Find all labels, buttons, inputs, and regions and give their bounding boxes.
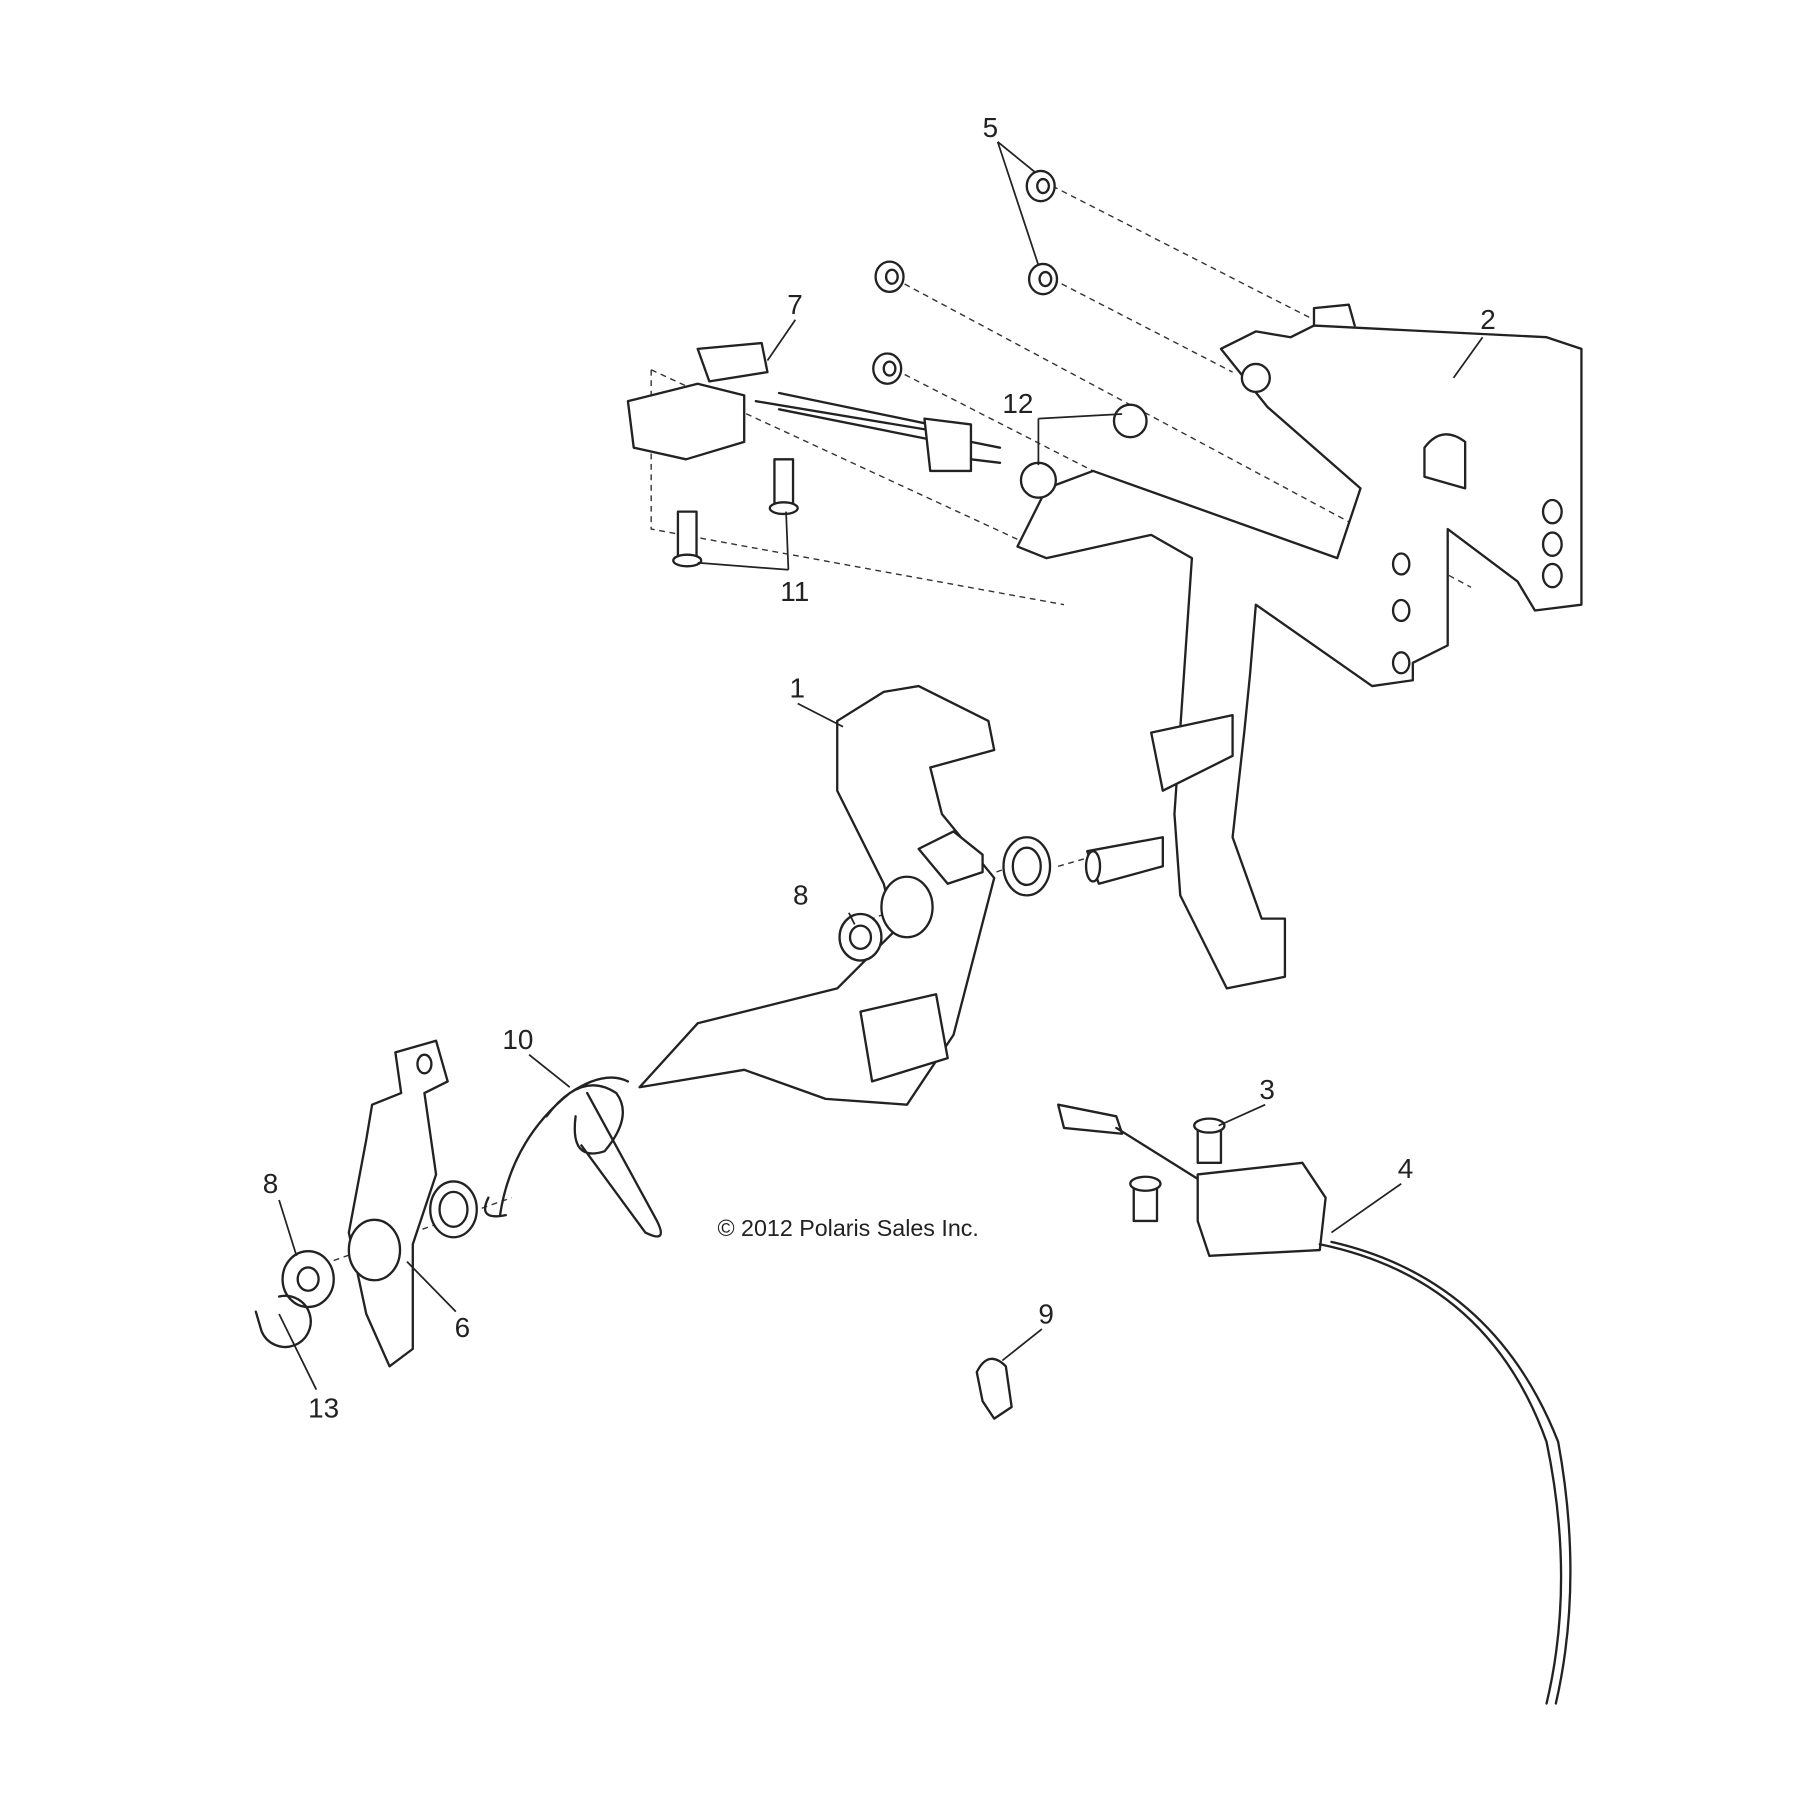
part-7-switch [626, 341, 1002, 473]
callout-8-upper: 8 [793, 880, 809, 911]
callout-3: 3 [1259, 1074, 1275, 1105]
callout-10: 10 [502, 1024, 533, 1055]
part-6-lever [347, 1039, 449, 1368]
callout-2: 2 [1480, 304, 1496, 335]
callout-7: 7 [787, 289, 803, 320]
part-4-cable [1057, 1103, 1572, 1705]
callout-12: 12 [1002, 388, 1033, 419]
part-10-spring [483, 1076, 662, 1238]
callout-13: 13 [308, 1392, 339, 1423]
callout-5: 5 [983, 112, 999, 143]
callout-8-lower: 8 [263, 1168, 279, 1199]
part-9-clip [975, 1357, 1013, 1420]
part-2-bracket [1016, 303, 1583, 990]
callout-9: 9 [1038, 1298, 1054, 1329]
nuts [872, 169, 1148, 499]
callout-6: 6 [455, 1312, 471, 1343]
leader-lines [278, 141, 1484, 1390]
callout-4: 4 [1398, 1153, 1414, 1184]
part-1-pedal [638, 684, 996, 1106]
callouts: 5 7 2 12 11 1 8 10 3 4 8 6 13 9 © 2012 P… [263, 112, 1496, 1423]
copyright-notice: © 2012 Polaris Sales Inc. [717, 1215, 978, 1241]
callout-1: 1 [790, 673, 806, 704]
callout-11: 11 [780, 576, 809, 607]
part-11-pins [672, 458, 799, 568]
bushings [254, 836, 1052, 1349]
